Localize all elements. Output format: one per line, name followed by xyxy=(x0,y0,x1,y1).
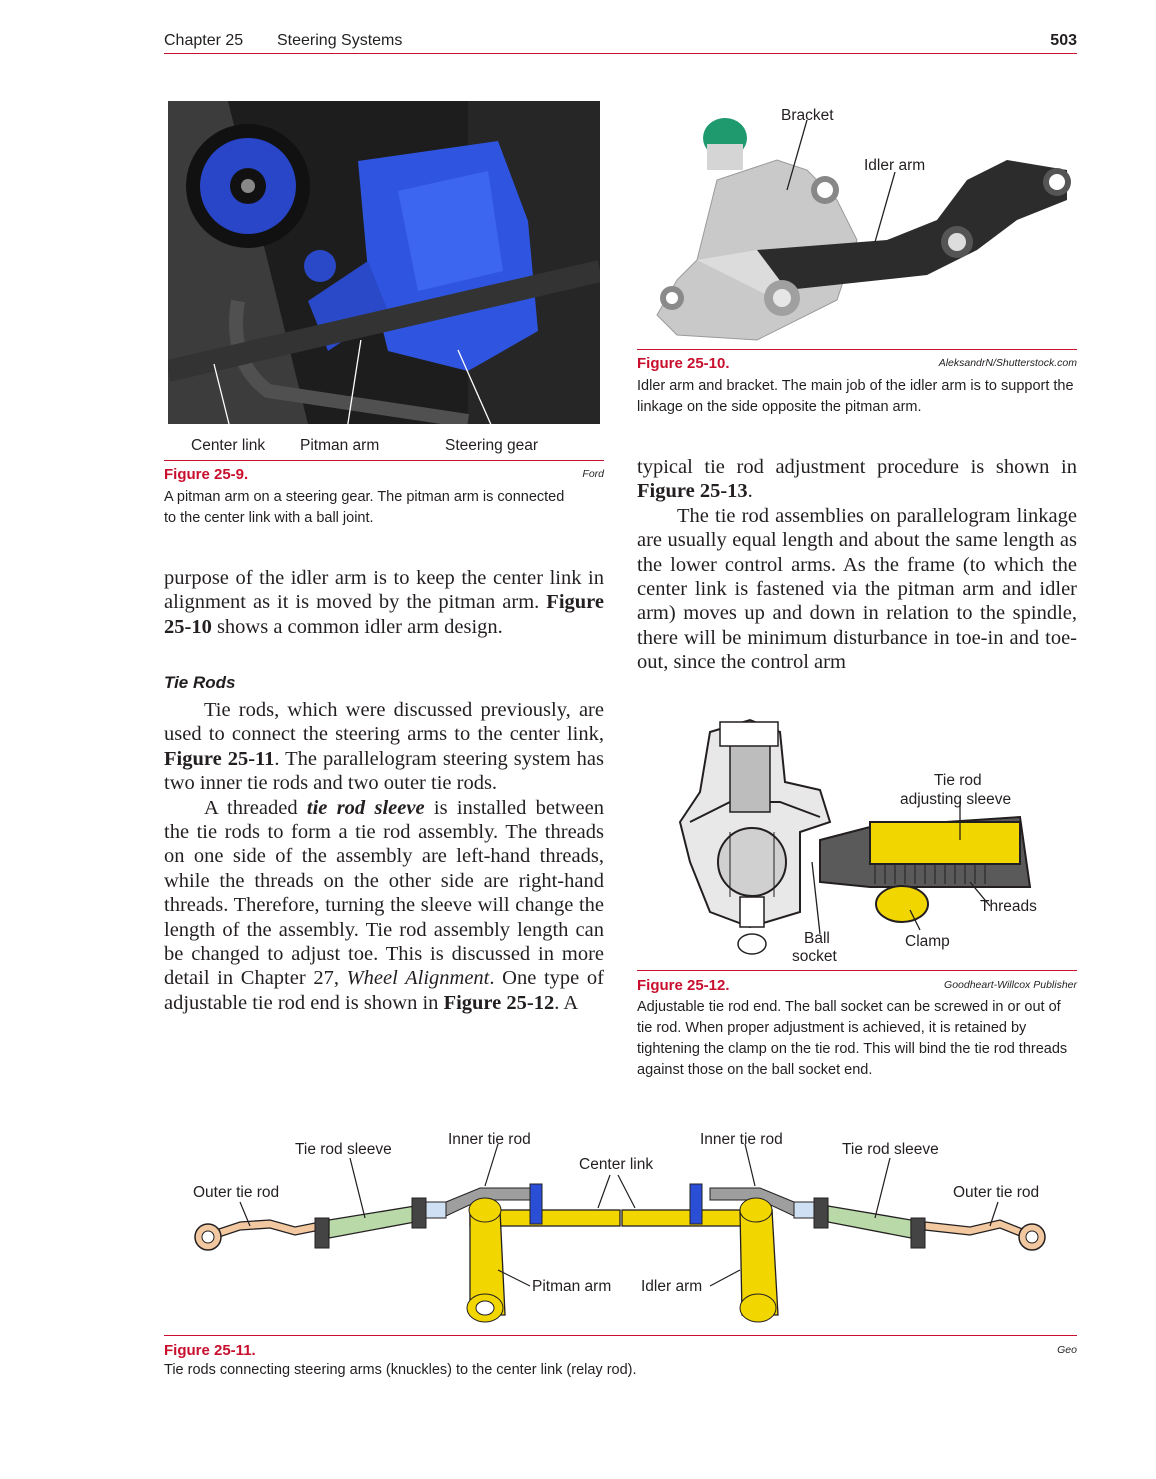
fig12-caption: Adjustable tie rod end. The ball socket … xyxy=(637,999,1068,1078)
text: . xyxy=(747,480,753,503)
fig11-number: Figure 25-11. xyxy=(164,1342,256,1359)
steering-gear-photo xyxy=(168,101,600,424)
label-tie-rod: Tie rod xyxy=(934,772,982,789)
label-steering-gear: Steering gear xyxy=(445,437,539,454)
tie-rod-linkage-illustration xyxy=(180,1130,1060,1330)
text: . The parallelogram steering system has … xyxy=(164,747,604,795)
left-column-text-top: purpose of the idler arm is to keep the … xyxy=(164,566,604,639)
figure-ref[interactable]: Figure 25-12 xyxy=(443,991,555,1014)
figure-ref[interactable]: Figure 25-10 xyxy=(164,591,604,638)
label-threads: Threads xyxy=(980,898,1037,915)
label-pitman-arm-fig11: Pitman arm xyxy=(532,1278,612,1295)
label-center-link: Center link xyxy=(191,437,266,454)
label-bracket: Bracket xyxy=(781,107,834,124)
key-term: tie rod sleeve xyxy=(306,796,425,819)
page-number: 503 xyxy=(1050,32,1077,49)
book-title: Wheel Alignment xyxy=(346,967,490,990)
fig9-caption-rule xyxy=(164,460,604,461)
label-adjusting-sleeve: adjusting sleeve xyxy=(900,791,1012,808)
fig12-credit: Goodheart-Willcox Publisher xyxy=(944,979,1077,991)
label-idler-arm-fig11: Idler arm xyxy=(641,1278,703,1295)
header-rule xyxy=(164,53,1077,54)
text: typical tie rod adjustment procedure is … xyxy=(637,456,1077,478)
chapter-title: Steering Systems xyxy=(277,32,403,49)
label-idler-arm: Idler arm xyxy=(864,157,926,174)
right-para-1: typical tie rod adjustment procedure is … xyxy=(637,455,1077,504)
figure-ref[interactable]: Figure 25-13 xyxy=(637,480,748,503)
figure-ref[interactable]: Figure 25-11 xyxy=(164,747,275,770)
label-inner-tie-rod-left: Inner tie rod xyxy=(448,1131,531,1148)
running-header: Chapter 25 Steering Systems 503 xyxy=(164,32,1077,52)
fig10-credit: AleksandrN/Shutterstock.com xyxy=(938,357,1077,369)
fig10-caption-rule xyxy=(637,349,1077,350)
fig9-credit: Ford xyxy=(582,468,604,480)
label-clamp: Clamp xyxy=(905,933,950,950)
fig9-number: Figure 25-9. xyxy=(164,466,249,483)
fig11-caption: Tie rods connecting steering arms (knuck… xyxy=(164,1362,637,1378)
text: is installed between the tie rods to for… xyxy=(164,796,604,990)
label-outer-tie-rod-left: Outer tie rod xyxy=(193,1184,280,1201)
label-socket: socket xyxy=(792,948,837,965)
left-para-2: Tie rods, which were discussed previousl… xyxy=(164,698,604,796)
label-ball: Ball xyxy=(804,930,830,947)
right-column-text: typical tie rod adjustment procedure is … xyxy=(637,455,1077,675)
text: shows a common idler arm design. xyxy=(211,615,503,638)
fig10-number: Figure 25-10. xyxy=(637,355,730,372)
label-tie-rod-sleeve-left: Tie rod sleeve xyxy=(295,1141,392,1158)
label-tie-rod-sleeve-right: Tie rod sleeve xyxy=(842,1141,939,1158)
label-pitman-arm: Pitman arm xyxy=(300,437,380,454)
chapter-number: Chapter 25 xyxy=(164,32,244,49)
fig9-caption: A pitman arm on a steering gear. The pit… xyxy=(164,489,565,526)
text: . A xyxy=(554,991,579,1014)
text: A threaded xyxy=(204,796,307,819)
fig11-caption-rule xyxy=(164,1335,1077,1336)
fig12-caption-rule xyxy=(637,970,1077,971)
fig11-credit: Geo xyxy=(1057,1344,1077,1356)
left-column-text-bottom: Tie rods, which were discussed previousl… xyxy=(164,698,604,1015)
left-para-1: purpose of the idler arm is to keep the … xyxy=(164,566,604,639)
label-outer-tie-rod-right: Outer tie rod xyxy=(953,1184,1040,1201)
text: Tie rods, which were discussed previousl… xyxy=(164,699,604,746)
left-para-3: A threaded tie rod sleeve is installed b… xyxy=(164,796,604,1016)
text: purpose of the idler arm is to keep the … xyxy=(164,567,604,614)
label-inner-tie-rod-right: Inner tie rod xyxy=(700,1131,783,1148)
text: . One type of adjustable tie rod end is … xyxy=(164,967,604,1014)
label-center-link-fig11: Center link xyxy=(579,1156,654,1173)
section-heading: Tie Rods xyxy=(164,673,236,692)
fig9-leader-lines xyxy=(213,340,497,437)
idler-arm-photo xyxy=(637,100,1077,350)
tie-rod-end-illustration xyxy=(670,712,1060,974)
right-para-2: The tie rod assemblies on parallelogram … xyxy=(637,504,1077,674)
fig12-number: Figure 25-12. xyxy=(637,977,730,994)
fig10-caption: Idler arm and bracket. The main job of t… xyxy=(637,378,1074,415)
